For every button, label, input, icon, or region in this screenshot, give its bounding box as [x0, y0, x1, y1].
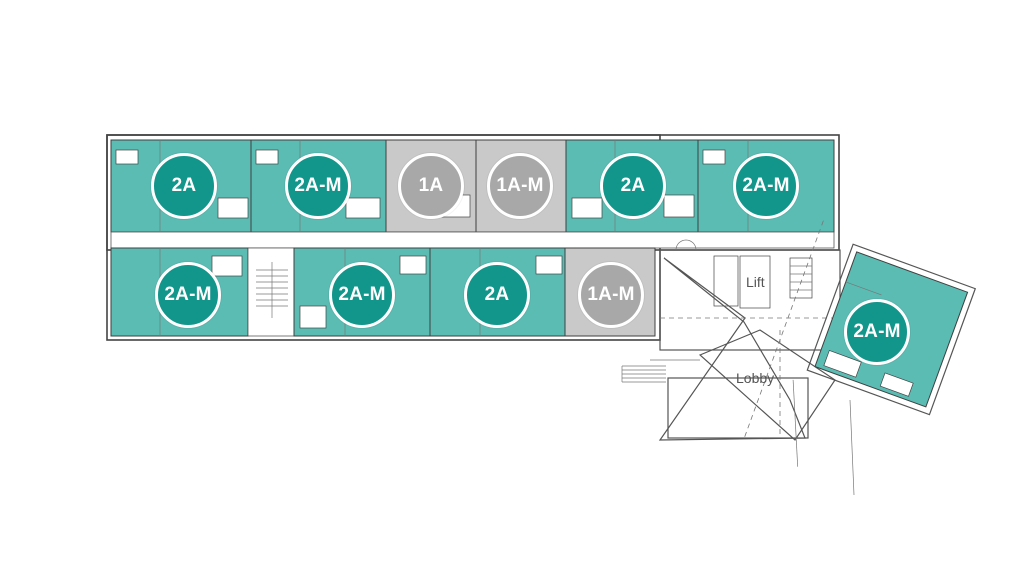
unit-badge-label: 2A: [620, 175, 646, 196]
core-area: [659, 239, 841, 351]
unit-badge-2a-top-5[interactable]: 2A: [600, 153, 666, 219]
stair: [256, 262, 288, 318]
corridor: [110, 231, 835, 249]
lift-label: Lift: [746, 274, 765, 290]
unit-badge-1a-m-bottom-4[interactable]: 1A-M: [578, 262, 644, 328]
unit-badge-1a-top-3[interactable]: 1A: [398, 153, 464, 219]
unit-badge-2a-m-wing[interactable]: 2A-M: [844, 299, 910, 365]
unit-badge-label: 1A-M: [496, 175, 544, 196]
unit-badge-2a-m-bottom-1[interactable]: 2A-M: [155, 262, 221, 328]
lobby-label: Lobby: [736, 370, 775, 386]
unit-badge-2a-m-top-2[interactable]: 2A-M: [285, 153, 351, 219]
unit-badge-label: 2A-M: [853, 321, 901, 342]
unit-badge-label: 2A: [484, 284, 510, 305]
unit-badge-label: 1A: [418, 175, 444, 196]
unit-badge-label: 2A: [171, 175, 197, 196]
unit-badge-label: 2A-M: [338, 284, 386, 305]
entrance-steps: [621, 365, 666, 383]
unit-badge-label: 2A-M: [742, 175, 790, 196]
unit-badge-label: 2A-M: [294, 175, 342, 196]
unit-badge-2a-bottom-3[interactable]: 2A: [464, 262, 530, 328]
unit-badge-2a-m-bottom-2[interactable]: 2A-M: [329, 262, 395, 328]
wing-edge: [849, 399, 855, 496]
unit-badge-2a-m-top-6[interactable]: 2A-M: [733, 153, 799, 219]
unit-badge-label: 2A-M: [164, 284, 212, 305]
unit-badge-1a-m-top-4[interactable]: 1A-M: [487, 153, 553, 219]
rotated-unit: [744, 220, 977, 467]
unit-badge-label: 1A-M: [587, 284, 635, 305]
unit-badge-2a-top-1[interactable]: 2A: [151, 153, 217, 219]
